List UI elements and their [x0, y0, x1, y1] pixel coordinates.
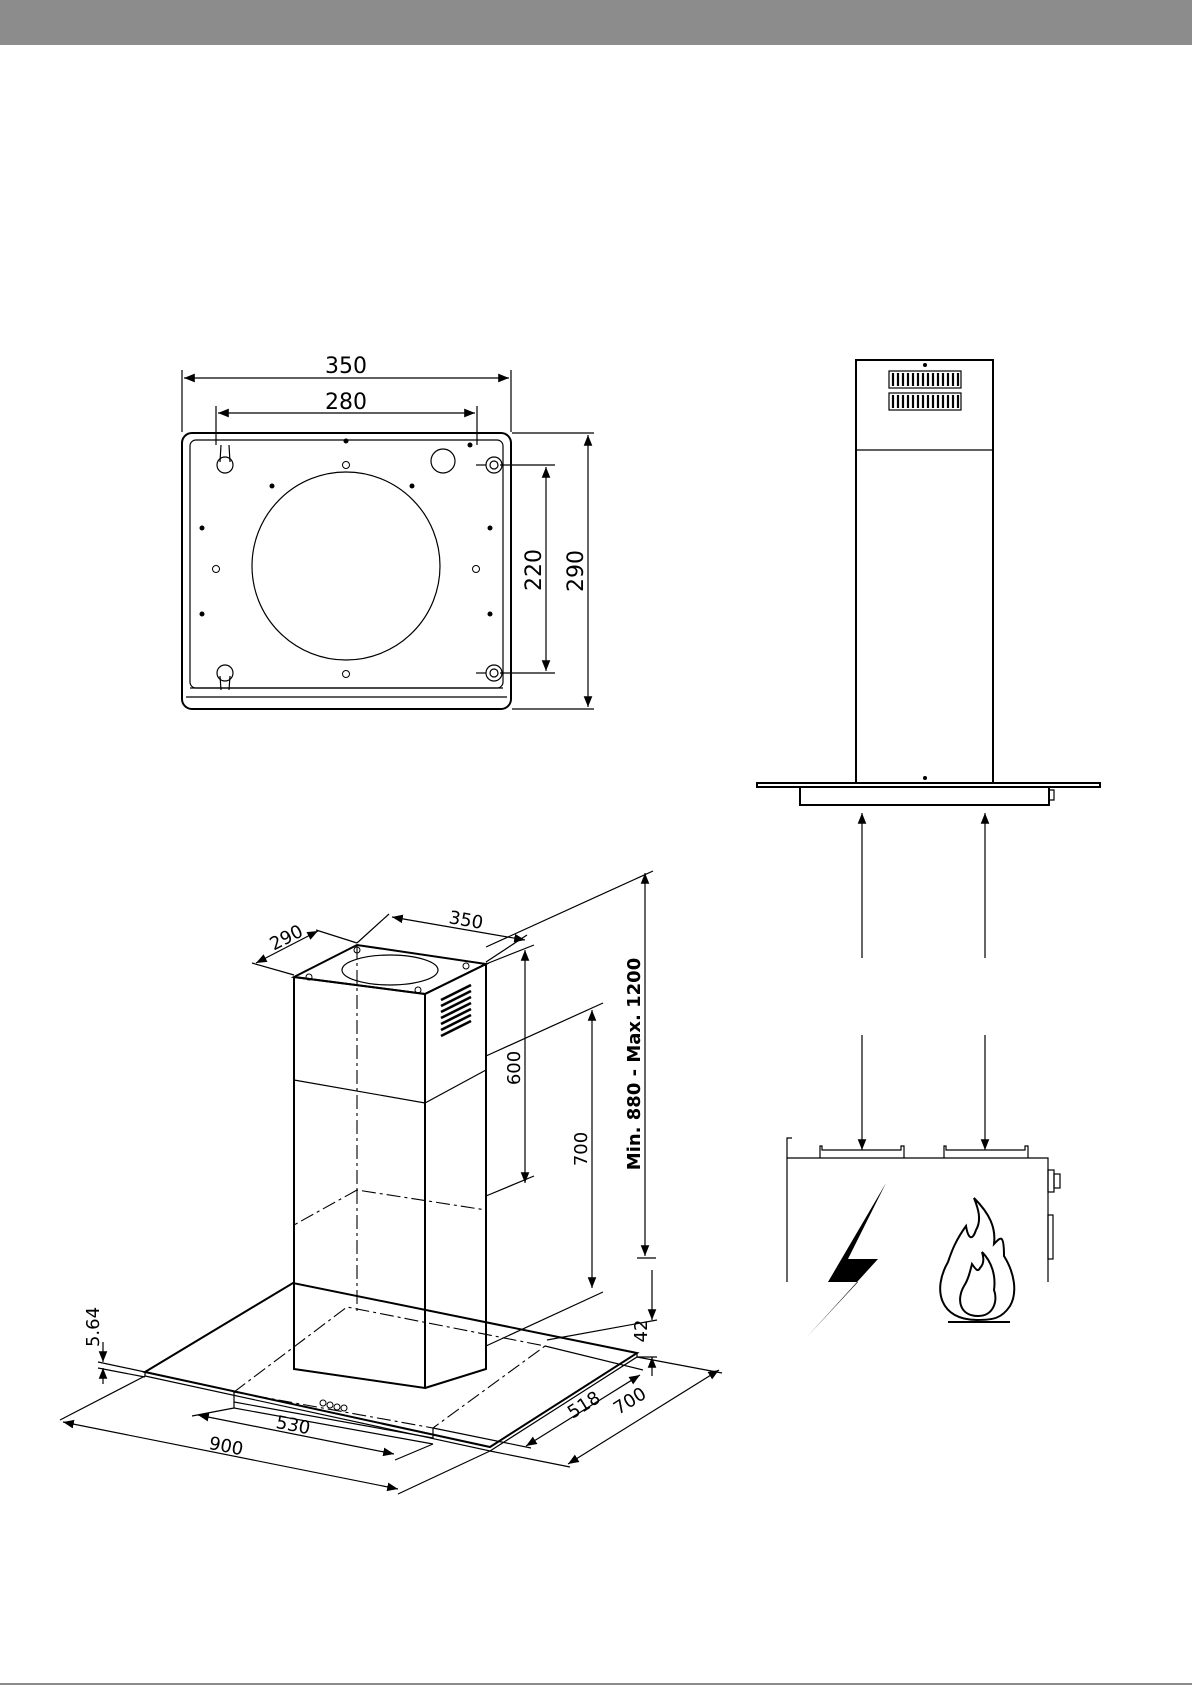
dim-chimney-lower: 700: [571, 1132, 592, 1166]
lightning-icon: [806, 1183, 886, 1338]
isometric-view: 290 350 600 700 Min. 880 - Max. 1200 42 …: [60, 871, 722, 1494]
front-elevation-view: [757, 360, 1100, 1338]
dim-top-depth: 290: [266, 921, 306, 955]
dim-depth-outer: 290: [564, 550, 589, 592]
dim-canopy-width: 530: [274, 1412, 312, 1439]
dim-top-width: 350: [447, 907, 484, 934]
dim-glass-depth: 700: [610, 1383, 650, 1419]
dim-chimney-upper: 600: [504, 1051, 525, 1085]
dim-width-holes: 280: [325, 390, 367, 415]
vent-slots: [889, 371, 961, 410]
dim-depth-holes: 220: [522, 549, 547, 591]
dim-canopy-height: 42: [631, 1320, 652, 1343]
flame-icon: [940, 1198, 1014, 1322]
dim-width-outer: 350: [325, 354, 367, 379]
dim-height-range: Min. 880 - Max. 1200: [624, 958, 645, 1170]
top-plan-view: 350 280: [182, 354, 594, 709]
dim-glass-thickness: 5.64: [83, 1307, 104, 1347]
dim-glass-width: 900: [207, 1433, 245, 1460]
vent-slots: [441, 985, 471, 1036]
